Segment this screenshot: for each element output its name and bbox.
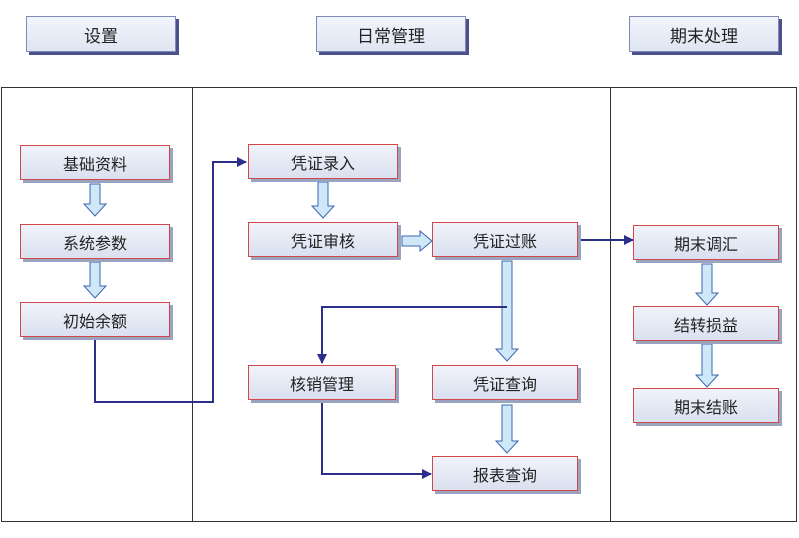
node-period-close: 期末结账: [633, 388, 779, 423]
node-period-end-fx: 期末调汇: [633, 225, 779, 260]
block-arrow-entry-to-review: [310, 181, 336, 219]
node-voucher-posting: 凭证过账: [432, 222, 578, 257]
block-arrow-fx-to-transfer: [694, 263, 720, 306]
lane-divider-2: [610, 87, 611, 522]
lane-divider-1: [192, 87, 193, 522]
header-setup: 设置: [26, 16, 176, 52]
connector-posting-to-writeoff: [317, 306, 507, 364]
node-voucher-query: 凭证查询: [432, 365, 578, 400]
block-arrow-transfer-to-close: [694, 343, 720, 388]
block-arrow-posting-to-query: [494, 260, 520, 362]
node-initial-balance: 初始余额: [20, 302, 170, 337]
node-transfer-pl: 结转损益: [633, 306, 779, 341]
header-period-end: 期末处理: [629, 16, 779, 52]
node-voucher-entry: 凭证录入: [248, 144, 398, 179]
connector-writeoff-to-report: [321, 400, 432, 479]
node-basic-data: 基础资料: [20, 145, 170, 180]
connector-initial-to-entry: [94, 157, 247, 403]
block-arrow-params-to-initial: [82, 261, 108, 299]
node-report-query: 报表查询: [432, 456, 578, 491]
node-voucher-review: 凭证审核: [248, 222, 398, 257]
swimlane-frame: [1, 87, 797, 522]
block-arrow-review-to-posting: [401, 229, 433, 253]
node-system-params: 系统参数: [20, 224, 170, 259]
block-arrow-basic-to-params: [82, 183, 108, 217]
block-arrow-query-to-report: [494, 404, 520, 454]
header-daily-management: 日常管理: [316, 16, 466, 52]
node-writeoff-management: 核销管理: [248, 365, 396, 400]
